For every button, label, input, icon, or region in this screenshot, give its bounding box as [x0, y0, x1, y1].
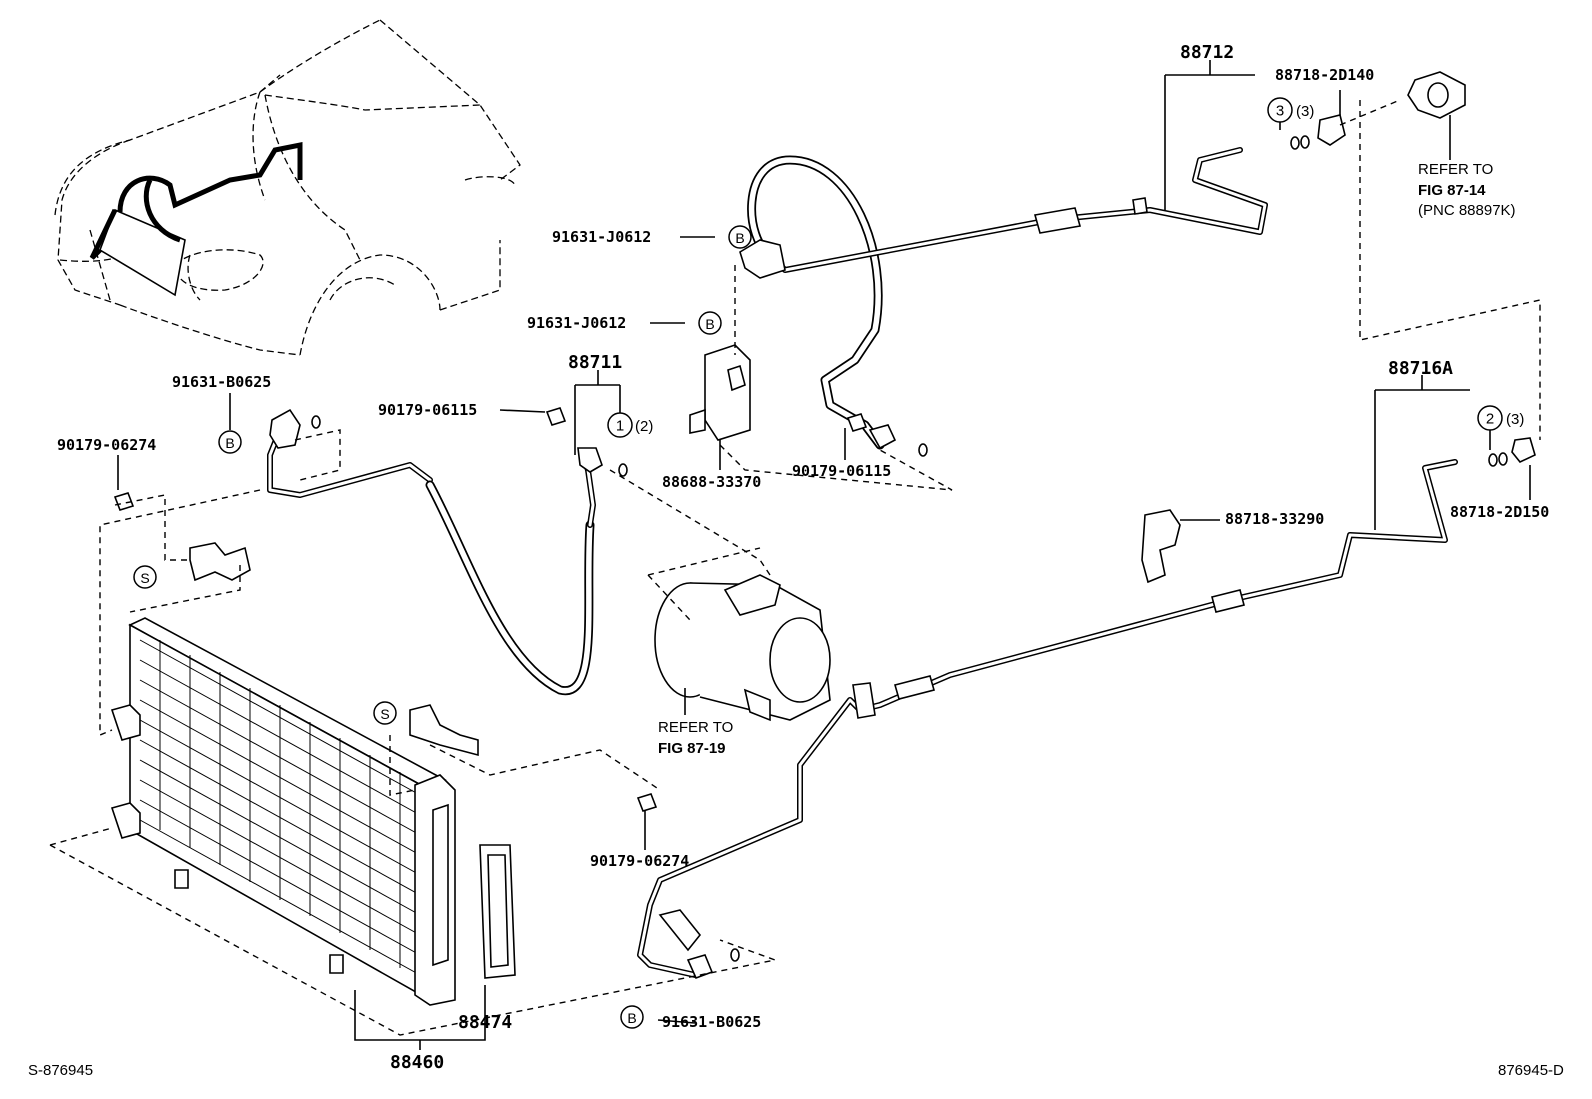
callout-b-text: B [225, 435, 234, 451]
callout-3 [1267, 97, 1293, 123]
note-compressor-fig: FIG 87-19 [658, 740, 726, 757]
footer-right-code: 876945-D [1498, 1062, 1564, 1079]
clamp-33290 [1141, 509, 1181, 584]
callout-b [620, 1005, 644, 1029]
callout-b-text: B [705, 316, 714, 332]
callout-s [373, 701, 397, 725]
liquid-tube [637, 459, 1458, 980]
leader-lines [117, 60, 1531, 1050]
callout-2-text: 2 [1486, 411, 1494, 428]
note-compressor-refer: REFER TO [658, 719, 733, 736]
label-88712: 88712 [1180, 42, 1234, 63]
callout-b [218, 430, 242, 454]
compressor [654, 574, 831, 722]
qty-3-upper: (3) [1296, 103, 1314, 120]
part-labels: 88712 88716A 88711 88460 88474 88718-2D1… [57, 42, 1549, 1073]
callout-1 [607, 412, 633, 438]
label-90179-06115-left: 90179-06115 [378, 401, 477, 419]
label-88716a: 88716A [1388, 358, 1453, 379]
callout-s [133, 565, 157, 589]
callout-1-text: 1 [616, 418, 624, 435]
label-91631-j0612-upper: 91631-J0612 [552, 228, 651, 246]
callout-b [728, 225, 752, 249]
label-91631-b0625-left: 91631-B0625 [172, 373, 271, 391]
footer-left-code: S-876945 [28, 1062, 93, 1079]
label-90179-06274-middle: 90179-06274 [590, 852, 689, 870]
fittings [113, 71, 1536, 962]
bracket-upper-left [189, 542, 251, 582]
label-88688-33370: 88688-33370 [662, 473, 761, 491]
label-88474: 88474 [458, 1012, 512, 1033]
note-grommet-pnc: (PNC 88897K) [1418, 202, 1516, 219]
guide-lines [49, 99, 1541, 1036]
callout-s-text: S [140, 570, 149, 586]
footer: S-876945 876945-D [28, 1062, 1564, 1079]
label-88711: 88711 [568, 352, 622, 373]
callout-s-text: S [380, 706, 389, 722]
callout-markers: B B B B S S 1 (2) 3 (3) 2 (3) [133, 97, 1524, 1029]
label-88460: 88460 [390, 1052, 444, 1073]
callout-3-text: 3 [1276, 103, 1284, 120]
qty-2: (2) [635, 418, 653, 435]
callout-2 [1477, 405, 1503, 431]
qty-3-lower: (3) [1506, 411, 1524, 428]
label-91631-b0625-bottom: 91631-B0625 [662, 1013, 761, 1031]
label-91631-j0612-lower: 91631-J0612 [527, 314, 626, 332]
reference-notes: REFER TO FIG 87-19 REFER TO FIG 87-14 (P… [658, 161, 1516, 757]
label-88718-2d150: 88718-2D150 [1450, 503, 1549, 521]
label-88718-33290: 88718-33290 [1225, 510, 1324, 528]
vehicle-outline [54, 19, 521, 356]
suction-hose [739, 147, 1268, 450]
bracket-middle [409, 704, 479, 757]
condenser [110, 617, 456, 1006]
bracket-88688 [689, 344, 751, 441]
label-90179-06274-left: 90179-06274 [57, 436, 156, 454]
discharge-hose [267, 408, 603, 696]
receiver-dryer [479, 844, 516, 979]
label-88718-2d140: 88718-2D140 [1275, 66, 1374, 84]
callout-b [698, 311, 722, 335]
note-grommet-refer: REFER TO [1418, 161, 1493, 178]
callout-b-text: B [627, 1010, 636, 1026]
callout-b-text: B [735, 230, 744, 246]
label-90179-06115-right: 90179-06115 [792, 462, 891, 480]
note-grommet-fig: FIG 87-14 [1418, 182, 1486, 199]
